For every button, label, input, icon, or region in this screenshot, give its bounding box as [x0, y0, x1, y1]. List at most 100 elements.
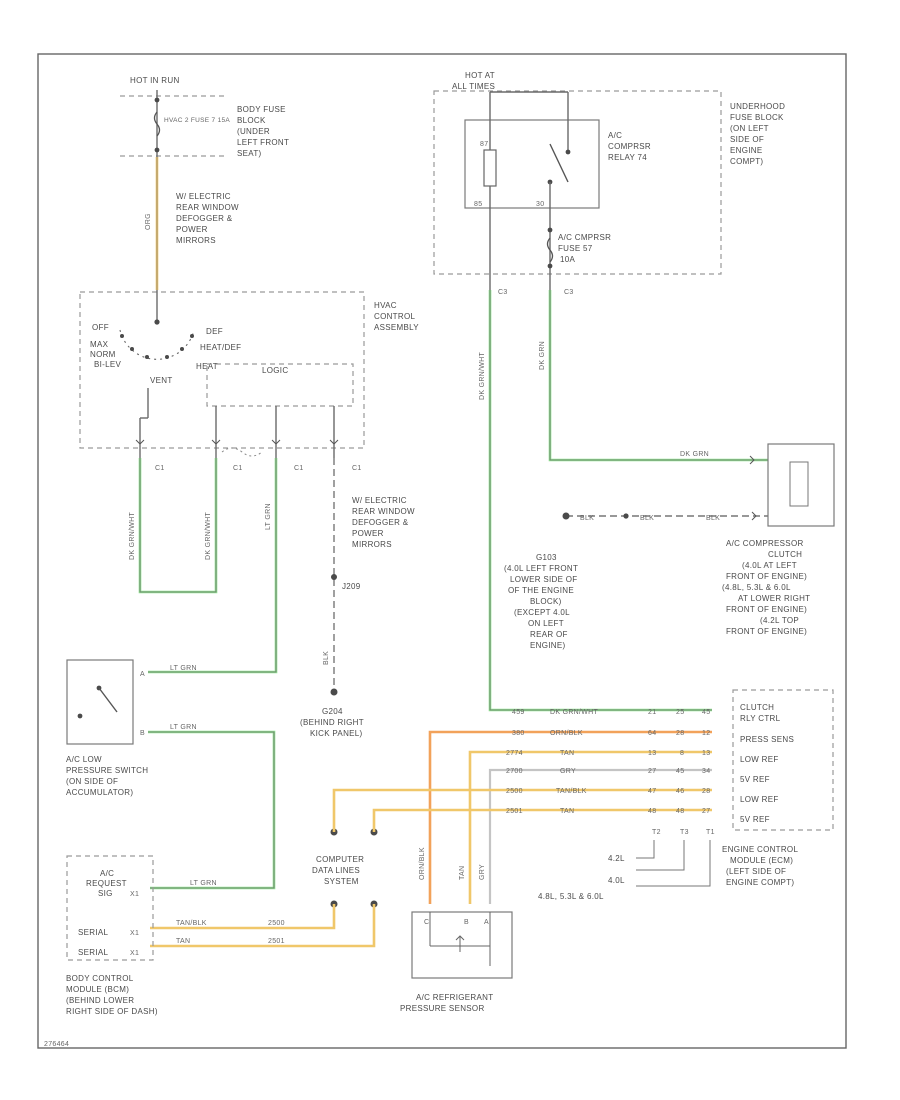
hvac2-fuse-label: HVAC 2 FUSE 7 15A: [164, 117, 230, 124]
bcm-c2-circuit: 2501: [268, 938, 285, 945]
svg-text:T3: T3: [680, 829, 689, 836]
hvac-out-2-color: DK GRN/WHT: [205, 511, 212, 560]
svg-text:46: 46: [676, 788, 684, 795]
svg-text:48: 48: [676, 808, 684, 815]
svg-text:45: 45: [702, 709, 710, 716]
sensor-2-color: TAN: [459, 866, 466, 880]
hvac-out-1-color: DK GRN/WHT: [129, 511, 136, 560]
ecm-low-ref-1: LOW REF: [740, 755, 779, 764]
bcm-out-color: LT GRN: [190, 880, 217, 887]
svg-text:T2: T2: [652, 829, 661, 836]
ecm-press-sens: PRESS SENS: [740, 735, 794, 744]
fuse-out-color: DK GRN: [539, 341, 546, 370]
svg-text:C1: C1: [233, 465, 243, 472]
relay-output-wire: DK GRN/WHT: [479, 290, 712, 712]
clutch-ground-1-color: BLK: [580, 515, 594, 522]
ecm-c6-circuit: 2501: [506, 808, 523, 815]
clutch-feed-color: DK GRN: [680, 451, 709, 458]
svg-text:12: 12: [702, 730, 710, 737]
ecm-c3-circuit: 2774: [506, 750, 523, 757]
diagram-id: 276464: [44, 1041, 69, 1048]
switch-to-bcm-wire: LT GRN LT GRN: [148, 724, 276, 890]
svg-text:21: 21: [648, 709, 656, 716]
svg-text:C3: C3: [564, 289, 574, 296]
svg-text:B: B: [140, 730, 145, 737]
svg-text:30: 30: [536, 201, 544, 208]
ecm-c4-circuit: 2700: [506, 768, 523, 775]
bcm-serial-wires: TAN/BLK TAN 2500 2501: [150, 904, 376, 948]
svg-text:85: 85: [474, 201, 482, 208]
svg-text:28: 28: [702, 788, 710, 795]
svg-text:A: A: [484, 919, 489, 926]
ecm-c1-circuit: 459: [512, 709, 525, 716]
svg-text:25: 25: [676, 709, 684, 716]
defog-feed-color: ORG: [145, 213, 152, 230]
ecm-1-color: DK GRN/WHT: [550, 709, 599, 716]
svg-text:X1: X1: [130, 891, 139, 898]
svg-text:C1: C1: [294, 465, 304, 472]
ecm-c2-circuit: 380: [512, 730, 525, 737]
svg-text:27: 27: [648, 768, 656, 775]
ecm-2-color: ORN/BLK: [550, 730, 583, 737]
svg-text:X1: X1: [130, 930, 139, 937]
svg-text:64: 64: [648, 730, 656, 737]
serial-data-2-label: SERIAL: [78, 948, 109, 957]
clutch-ground-2-color: BLK: [640, 515, 654, 522]
mode-off: OFF: [92, 323, 109, 332]
sensor-3-color: GRY: [479, 864, 486, 880]
ecm-5-color: TAN/BLK: [556, 788, 587, 795]
serial-1-color: TAN/BLK: [176, 920, 207, 927]
hot-in-run-label: HOT IN RUN: [130, 76, 180, 85]
diagram-frame: [37, 53, 847, 1049]
relay-out-color: DK GRN/WHT: [479, 351, 486, 400]
hvac-out-3-color: LT GRN: [265, 503, 272, 530]
hvac-output-wires: DK GRN/WHT DK GRN/WHT LT GRN: [129, 458, 278, 674]
ecm-5v-ref-1: 5V REF: [740, 775, 770, 784]
svg-text:C: C: [424, 919, 429, 926]
ecm-3-color: TAN: [560, 750, 574, 757]
logic-label: LOGIC: [262, 366, 288, 375]
svg-text:87: 87: [480, 141, 488, 148]
engine-42-label: 4.2L: [608, 854, 625, 863]
bcm-c1-circuit: 2500: [268, 920, 285, 927]
fuse-output-wire: DK GRN DK GRN: [539, 290, 768, 465]
switch-to-bcm-color: LT GRN: [170, 724, 197, 731]
svg-text:B: B: [464, 919, 469, 926]
svg-text:C1: C1: [155, 465, 165, 472]
svg-text:8: 8: [680, 750, 684, 757]
ecm-c5-circuit: 2500: [506, 788, 523, 795]
ecm-low-ref-2: LOW REF: [740, 795, 779, 804]
hvac-ground-color: BLK: [323, 651, 330, 665]
svg-text:27: 27: [702, 808, 710, 815]
mode-def: DEF: [206, 327, 223, 336]
svg-text:C1: C1: [352, 465, 362, 472]
clutch-ground-3-color: BLK: [706, 515, 720, 522]
svg-text:47: 47: [648, 788, 656, 795]
mode-heat-def: HEAT/DEF: [200, 343, 241, 352]
